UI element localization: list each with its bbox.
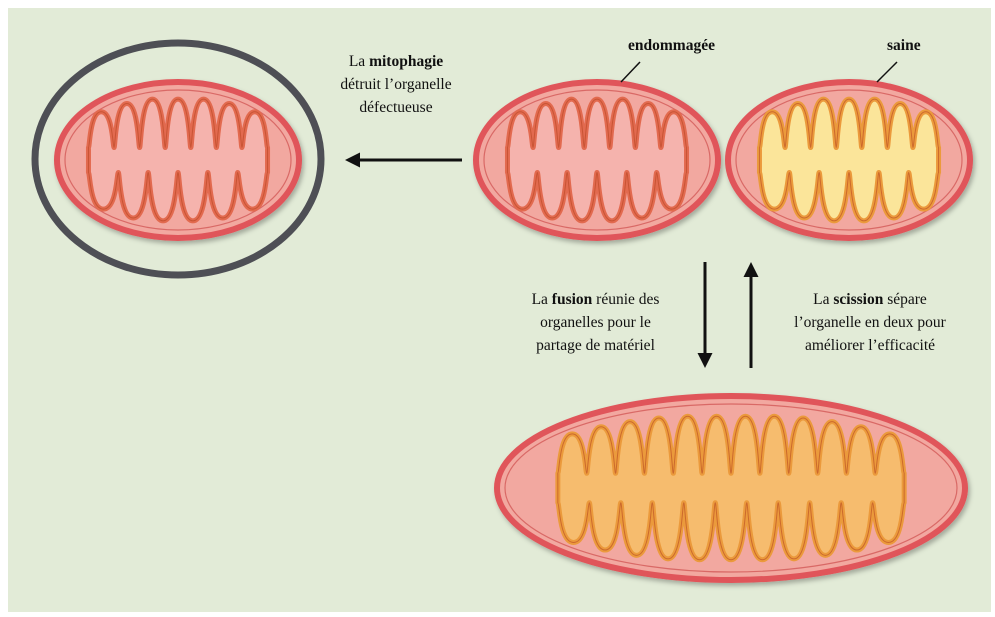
mitophagy-label: La mitophagie détruit l’organelle défect… (318, 50, 474, 119)
damaged-pointer-line (621, 62, 640, 82)
healthy-label: saine (887, 37, 921, 55)
healthy-pointer-line (877, 62, 897, 82)
mitochondrion-degraded (57, 82, 299, 238)
fission-label: La scission sépare l’organelle en deux p… (765, 288, 975, 357)
mitochondrion-healthy (728, 82, 970, 238)
mitochondrion-damaged (476, 82, 718, 238)
damaged-label: endommagée (628, 37, 715, 55)
fusion-label: La fusion réunie des organelles pour le … (498, 288, 693, 357)
mitochondrion-fused (497, 396, 965, 580)
